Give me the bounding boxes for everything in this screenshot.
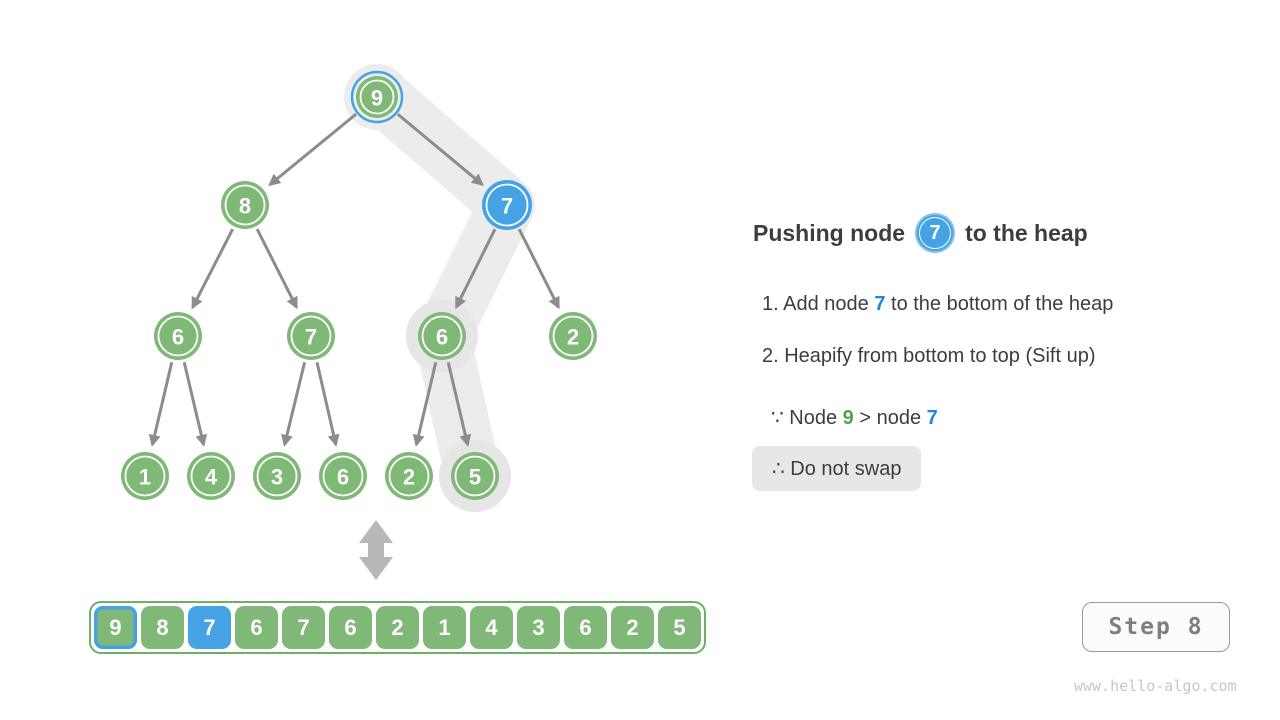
svg-text:6: 6 bbox=[337, 465, 349, 490]
array-cell: 5 bbox=[658, 606, 701, 649]
tree-node: 7 bbox=[287, 312, 335, 360]
svg-text:6: 6 bbox=[436, 325, 448, 350]
tree-node: 6 bbox=[319, 452, 367, 500]
node-7-badge: 7 bbox=[915, 213, 956, 253]
array-cell: 3 bbox=[517, 606, 560, 649]
tree-node: 1 bbox=[121, 452, 169, 500]
panel-premise: ∵ Node 9 > node 7 bbox=[771, 405, 938, 430]
array-cell: 8 bbox=[141, 606, 184, 649]
array-cell: 2 bbox=[611, 606, 654, 649]
svg-text:8: 8 bbox=[239, 194, 251, 219]
tree-node: 9 bbox=[350, 70, 404, 124]
svg-text:3: 3 bbox=[271, 465, 283, 490]
svg-text:4: 4 bbox=[205, 465, 218, 490]
tree-node: 7 bbox=[482, 180, 532, 230]
tree-node: 2 bbox=[549, 312, 597, 360]
array-cell: 6 bbox=[329, 606, 372, 649]
tree-node: 5 bbox=[451, 452, 499, 500]
conclusion-box: ∴ Do not swap bbox=[752, 446, 922, 491]
panel-step-2: 2. Heapify from bottom to top (Sift up) bbox=[762, 345, 1095, 368]
tree-node: 2 bbox=[385, 452, 433, 500]
node-7-badge-label: 7 bbox=[929, 221, 941, 244]
step-2-text: 2. Heapify from bottom to top (Sift up) bbox=[762, 345, 1096, 367]
svg-text:2: 2 bbox=[403, 465, 415, 490]
array-cell: 2 bbox=[376, 606, 419, 649]
svg-text:1: 1 bbox=[139, 465, 151, 490]
because-symbol: ∵ bbox=[771, 407, 790, 429]
swap-direction-arrow-icon bbox=[359, 520, 393, 580]
svg-text:2: 2 bbox=[567, 325, 579, 350]
tree-edge bbox=[148, 361, 174, 447]
tree-edge bbox=[454, 228, 497, 310]
array-cell: 9 bbox=[94, 606, 137, 649]
step-1-text: 1. Add node bbox=[762, 293, 875, 315]
tree-node: 6 bbox=[418, 312, 466, 360]
tree-edge bbox=[182, 361, 208, 447]
tree-edge bbox=[446, 361, 472, 447]
tree-edge bbox=[517, 228, 560, 310]
array-cell: 6 bbox=[564, 606, 607, 649]
premise-node-9: 9 bbox=[842, 407, 854, 429]
svg-text:7: 7 bbox=[501, 194, 513, 219]
tree-node: 8 bbox=[221, 181, 269, 229]
svg-text:6: 6 bbox=[172, 325, 184, 350]
panel-title: Pushing node 7 to the heap bbox=[753, 212, 1088, 254]
tree-edge bbox=[315, 361, 340, 447]
tree-edge bbox=[281, 361, 307, 447]
tree-node: 3 bbox=[253, 452, 301, 500]
panel-title-post: to the heap bbox=[965, 219, 1088, 246]
step-counter-badge: Step 8 bbox=[1082, 602, 1230, 652]
premise-comparison: > node bbox=[853, 407, 927, 429]
tree-edge bbox=[268, 112, 358, 187]
panel-step-1: 1. Add node 7 to the bottom of the heap bbox=[762, 293, 1113, 316]
svg-text:9: 9 bbox=[371, 86, 383, 111]
array-cell: 7 bbox=[282, 606, 325, 649]
array-cell: 6 bbox=[235, 606, 278, 649]
tree-edge bbox=[412, 361, 438, 447]
svg-text:7: 7 bbox=[305, 325, 317, 350]
array-cell: 7 bbox=[188, 606, 231, 649]
tree-node: 6 bbox=[154, 312, 202, 360]
tree-edge bbox=[191, 228, 235, 310]
step-1-text-tail: to the bottom of the heap bbox=[885, 293, 1114, 315]
tree-node: 4 bbox=[187, 452, 235, 500]
premise-text: Node bbox=[789, 407, 843, 429]
heap-tree-canvas: 9 8 7 6 7 6 2 1 4 3 6 2 5 bbox=[121, 64, 597, 580]
step-1-node-value: 7 bbox=[874, 293, 886, 315]
premise-node-7: 7 bbox=[926, 407, 938, 429]
array-cell: 4 bbox=[470, 606, 513, 649]
tree-edge bbox=[396, 113, 484, 186]
array-cell: 1 bbox=[423, 606, 466, 649]
watermark-url: www.hello-algo.com bbox=[1074, 677, 1237, 695]
tree-edge bbox=[255, 228, 298, 310]
svg-text:5: 5 bbox=[469, 465, 481, 490]
panel-title-pre: Pushing node bbox=[753, 219, 906, 246]
